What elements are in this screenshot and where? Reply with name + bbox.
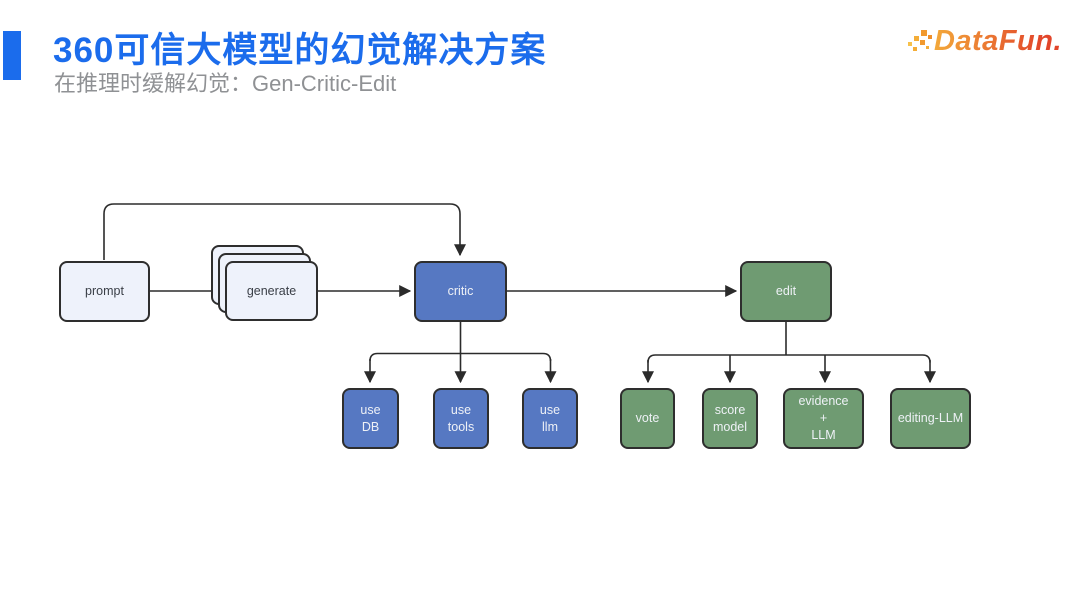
title-accent-bar [3, 31, 21, 80]
node-use-llm: use llm [522, 388, 578, 449]
node-score-model: score model [702, 388, 758, 449]
slide-title: 360可信大模型的幻觉解决方案 [53, 31, 547, 70]
logo-pixels-icon [907, 26, 934, 56]
slide-subtitle: 在推理时缓解幻觉：Gen-Critic-Edit [54, 71, 397, 96]
datafun-logo: DataFun. [907, 20, 1062, 62]
node-prompt: prompt [59, 261, 150, 322]
edge-prompt-critic-loop [103, 203, 466, 260]
node-evidence-llm: evidence + LLM [783, 388, 864, 449]
edge-edit-branch-bar [647, 354, 931, 363]
node-generate: generate [225, 261, 318, 321]
node-editing-llm: editing-LLM [890, 388, 971, 449]
node-use-db: use DB [342, 388, 399, 449]
logo-text: DataFun. [933, 24, 1062, 57]
node-critic: critic [414, 261, 507, 322]
node-vote: vote [620, 388, 675, 449]
node-use-tools: use tools [433, 388, 489, 449]
node-edit: edit [740, 261, 832, 322]
